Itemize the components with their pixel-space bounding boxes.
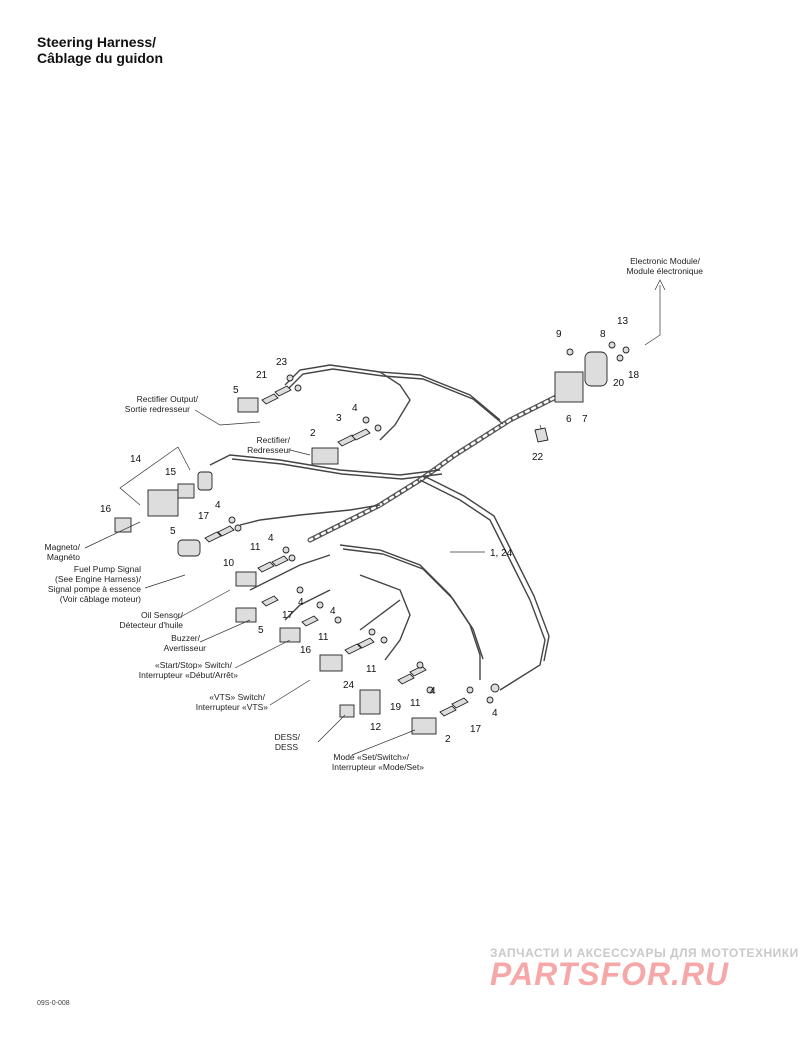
label-electronic-module-fr: Module électronique — [626, 266, 703, 276]
label-start-stop-en: «Start/Stop» Switch/ — [155, 660, 233, 670]
connector-10-oil-sensor — [235, 571, 257, 587]
label-mode-fr: Interrupteur «Mode/Set» — [332, 762, 424, 772]
wire-upper-branch — [284, 364, 501, 421]
part-number-4f: 4 — [430, 686, 436, 697]
title-line-en: Steering Harness/ — [37, 34, 157, 50]
wire-lower-branch — [419, 479, 546, 691]
part-number-1-24: 1, 24 — [490, 548, 513, 559]
label-magneto-fr: Magnéto — [47, 552, 80, 562]
label-fuel-pump-4: (Voir câblage moteur) — [60, 594, 141, 604]
part-number-15: 15 — [165, 467, 177, 478]
label-electronic-module-en: Electronic Module/ — [630, 256, 701, 266]
part-number-24: 24 — [343, 680, 355, 691]
connector-5-buzzer — [235, 607, 257, 623]
connector-5-rectifier-output — [237, 397, 259, 413]
part-number-12: 12 — [370, 722, 382, 733]
connector-14-magneto — [147, 489, 179, 517]
part-number-4g: 4 — [492, 708, 498, 719]
part-number-5b: 5 — [170, 526, 176, 537]
label-oil-sensor-fr: Détecteur d'huile — [119, 620, 183, 630]
module-cover-part — [584, 351, 608, 387]
part-number-4b: 4 — [215, 500, 221, 511]
watermark-logo: PARTSFOR.RU — [490, 956, 730, 992]
connector-16-buzzer — [279, 627, 301, 643]
part-number-5c: 5 — [258, 625, 264, 636]
connector-5-fuel-pump — [177, 539, 201, 557]
connector-24-start-stop — [319, 654, 343, 672]
label-dess-1: DESS/ — [274, 732, 300, 742]
label-mode-en: Mode «Set/Switch»/ — [333, 752, 409, 762]
part-number-7a: 7 — [582, 414, 588, 425]
label-vts-en: «VTS» Switch/ — [209, 692, 265, 702]
part-number-9: 9 — [556, 329, 562, 340]
label-buzzer-fr: Avertisseur — [164, 643, 207, 653]
label-rectifier-output-fr: Sortie redresseur — [125, 404, 190, 414]
part-number-19: 19 — [390, 702, 402, 713]
part-number-4c: 4 — [268, 533, 274, 544]
electronic-module-part — [554, 371, 584, 403]
part-number-4a: 4 — [352, 403, 358, 414]
wire-left-branch — [209, 454, 441, 476]
connector-2-rectifier — [311, 447, 339, 465]
part-number-2a: 2 — [310, 428, 316, 439]
part-number-10a: 10 — [223, 558, 235, 569]
part-number-17b: 17 — [282, 610, 294, 621]
part-number-11c: 11 — [366, 664, 377, 675]
label-rectifier-fr: Redresseur — [247, 445, 291, 455]
part-number-13: 13 — [617, 316, 629, 327]
connector-12-vts — [359, 689, 381, 715]
drawing-code: 09S-0-008 — [37, 1000, 70, 1007]
label-rectifier-output-en: Rectifier Output/ — [137, 394, 199, 404]
part-number-17a: 17 — [198, 511, 210, 522]
part-number-11b: 11 — [318, 632, 329, 643]
connector-2-mode — [411, 717, 437, 735]
part-number-11d: 11 — [410, 698, 421, 709]
part-number-11a: 11 — [250, 542, 261, 553]
part-number-18: 18 — [628, 370, 640, 381]
part-number-16b: 16 — [300, 645, 312, 656]
part-number-3: 3 — [336, 413, 342, 424]
part-number-23: 23 — [276, 357, 288, 368]
part-number-5a: 5 — [233, 385, 239, 396]
label-buzzer-en: Buzzer/ — [171, 633, 200, 643]
part-number-4e: 4 — [330, 606, 336, 617]
part-number-20: 20 — [613, 378, 625, 389]
label-vts-fr: Interrupteur «VTS» — [196, 702, 269, 712]
part-number-6: 6 — [566, 414, 572, 425]
watermark-tagline: ЗАПЧАСТИ И АКСЕССУАРЫ ДЛЯ МОТОТЕХНИКИ — [490, 946, 799, 960]
label-fuel-pump-1: Fuel Pump Signal — [74, 564, 141, 574]
title-line-fr: Câblage du guidon — [37, 50, 163, 66]
label-dess-2: DESS — [275, 742, 298, 752]
label-start-stop-fr: Interrupteur «Début/Arrêt» — [139, 670, 238, 680]
part-number-17c: 17 — [470, 724, 482, 735]
part-number-4d: 4 — [298, 597, 304, 608]
clip-part-22 — [534, 427, 549, 443]
part-number-8: 8 — [600, 329, 606, 340]
label-magneto-en: Magneto/ — [45, 542, 81, 552]
part-number-21: 21 — [256, 370, 268, 381]
harness-trunk — [307, 392, 563, 543]
label-oil-sensor-en: Oil Sensor/ — [141, 610, 184, 620]
part-number-14: 14 — [130, 454, 142, 465]
label-rectifier-en: Rectifier/ — [256, 435, 290, 445]
part-number-2b: 2 — [445, 734, 451, 745]
diagram-title: Steering Harness/ Câblage du guidon — [37, 34, 163, 66]
label-fuel-pump-2: (See Engine Harness)/ — [55, 574, 142, 584]
part-number-22: 22 — [532, 452, 544, 463]
label-fuel-pump-3: Signal pompe à essence — [48, 584, 141, 594]
part-number-16a: 16 — [100, 504, 112, 515]
